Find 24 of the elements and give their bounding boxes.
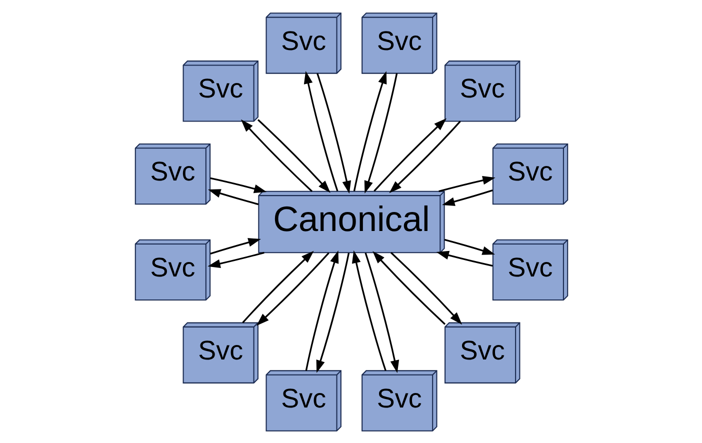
- arrow: [364, 252, 399, 372]
- arrow: [304, 250, 338, 370]
- arrow: [210, 238, 260, 254]
- arrow: [256, 118, 330, 192]
- arrow: [351, 250, 386, 370]
- arrow: [373, 118, 446, 192]
- arrow: [316, 252, 350, 372]
- arrow: [207, 251, 264, 268]
- arrow: [207, 188, 258, 205]
- arrow: [256, 252, 329, 326]
- arrow: [210, 176, 266, 193]
- arrow: [444, 238, 495, 254]
- arrow: [436, 250, 492, 266]
- arrow: [240, 118, 312, 192]
- arrow: [390, 252, 462, 324]
- arrow: [438, 176, 495, 192]
- arrow: [442, 189, 492, 206]
- arrow: [364, 72, 398, 194]
- arrow: [303, 70, 338, 191]
- arrow: [372, 250, 446, 324]
- arrow: [388, 120, 460, 193]
- arrow: [352, 70, 386, 191]
- arrow: [242, 250, 314, 323]
- arrow: [316, 72, 351, 194]
